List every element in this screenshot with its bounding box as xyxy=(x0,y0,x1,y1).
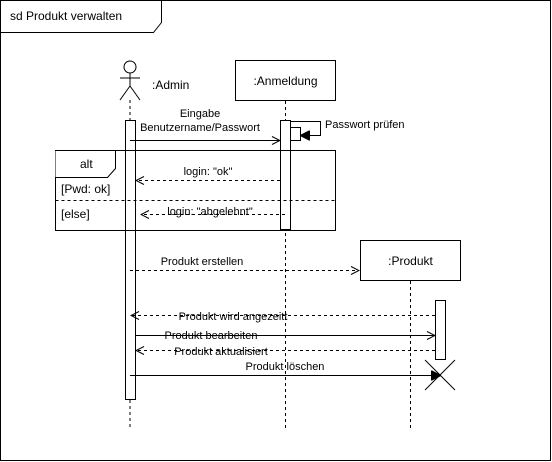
message-label-login-ok: login: "ok" xyxy=(184,166,233,178)
alt-operator: alt xyxy=(80,157,93,171)
alt-fragment: alt [Pwd: ok] [else] xyxy=(55,150,336,231)
message-label-produkt-bearbeiten: Produkt bearbeiten xyxy=(165,330,258,342)
frame-title-tab xyxy=(0,0,162,33)
destroy-x-icon xyxy=(424,359,456,391)
actor-admin: :Admin xyxy=(119,60,189,101)
message-label-eingabe-2: Benutzername/Passwort xyxy=(140,122,260,134)
message-label-eingabe-1: Eingabe xyxy=(180,108,220,120)
message-label-passwort-pruefen: Passwort prüfen xyxy=(325,119,404,131)
lifeline-label-produkt: :Produkt xyxy=(388,254,433,268)
activation-produkt xyxy=(435,300,446,360)
lifeline-box-anmeldung xyxy=(235,60,336,101)
frame-title: sd Produkt verwalten xyxy=(10,9,122,23)
activation-self-check xyxy=(290,127,301,141)
activation-anmeldung xyxy=(280,120,291,230)
lifeline-label-admin: :Admin xyxy=(152,78,189,92)
message-label-produkt-angezeigt: Produkt wird angezeitt xyxy=(179,311,288,323)
alt-operator-tab xyxy=(55,150,116,178)
lifeline-box-produkt xyxy=(360,240,461,281)
message-label-login-abgelehnt: login: "abgelehnt" xyxy=(167,206,253,218)
message-label-produkt-aktualisiert: Produkt aktualisiert xyxy=(174,346,268,358)
guard-else: [else] xyxy=(61,207,90,221)
lifeline-label-anmeldung: :Anmeldung xyxy=(253,74,317,88)
message-label-produkt-erstellen: Produkt erstellen xyxy=(161,256,244,268)
actor-head xyxy=(123,60,137,74)
guard-ok: [Pwd: ok] xyxy=(61,182,110,196)
activation-admin xyxy=(125,120,136,400)
message-label-produkt-loeschen: Produkt löschen xyxy=(246,361,325,373)
message-passwort-pruefen xyxy=(290,121,321,136)
